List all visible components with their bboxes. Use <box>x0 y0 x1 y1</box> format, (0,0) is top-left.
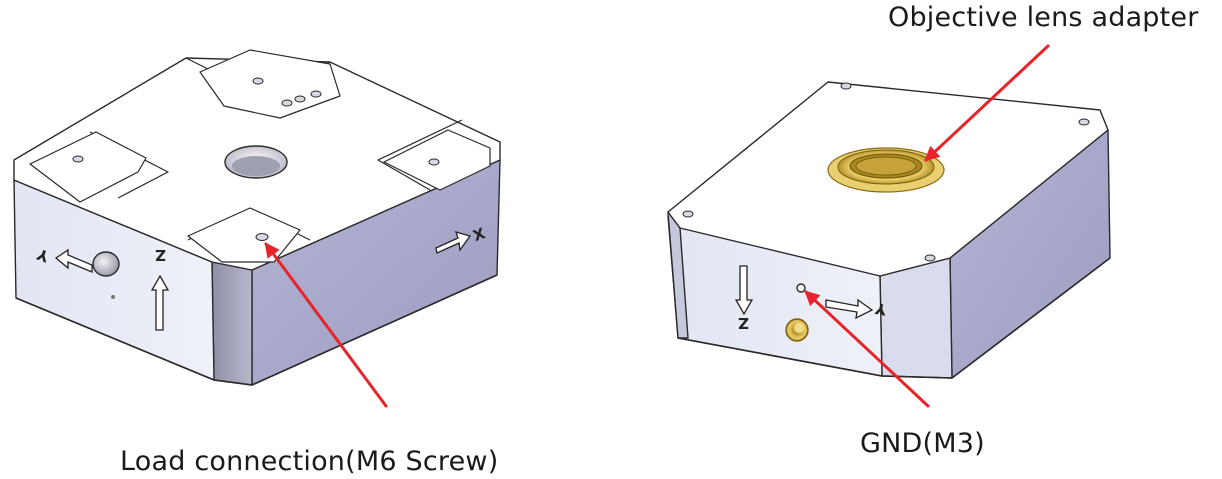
left-stage-pad-left <box>29 131 147 203</box>
right-axis-z-label: Z <box>738 314 749 332</box>
left-stage-knob <box>92 251 120 277</box>
right-axis-indicators <box>734 265 874 320</box>
right-axis-z-arrow <box>734 265 754 316</box>
left-stage-hole-inner <box>232 156 280 176</box>
left-stage-small-hole <box>111 295 115 299</box>
right-stage-objective-adapter <box>827 147 945 193</box>
label-gnd: GND(M3) <box>860 428 985 459</box>
label-objective-lens-adapter: Objective lens adapter <box>888 2 1199 33</box>
callout-arrows <box>264 44 1050 408</box>
left-axis-indicators <box>54 231 472 331</box>
left-axis-y-arrow <box>54 248 93 273</box>
left-stage-pad-top <box>199 49 341 119</box>
right-axis-y-label: Y <box>873 299 889 319</box>
label-load-connection: Load connection(M6 Screw) <box>120 446 499 477</box>
left-stage-bevel <box>211 261 253 386</box>
right-stage-device <box>667 81 1111 379</box>
left-stage-device <box>13 49 501 386</box>
left-stage-base-edge <box>15 274 498 386</box>
right-stage-screws <box>682 82 1090 262</box>
right-axis-y-arrow <box>825 298 874 320</box>
left-axis-z-arrow <box>150 274 170 331</box>
right-stage-base-edge <box>677 257 1111 379</box>
left-axis-z-label: Z <box>155 246 166 264</box>
right-stage-gnd-hole <box>796 283 806 293</box>
arrow-gnd <box>804 290 930 408</box>
left-axis-x-arrow <box>435 231 472 254</box>
arrow-objective-lens-adapter <box>924 44 1050 162</box>
arrow-load-connection <box>264 242 388 408</box>
left-stage-screws <box>72 77 440 241</box>
right-stage-brass-screw-highlight <box>794 323 804 333</box>
right-stage-bevel <box>879 257 953 379</box>
